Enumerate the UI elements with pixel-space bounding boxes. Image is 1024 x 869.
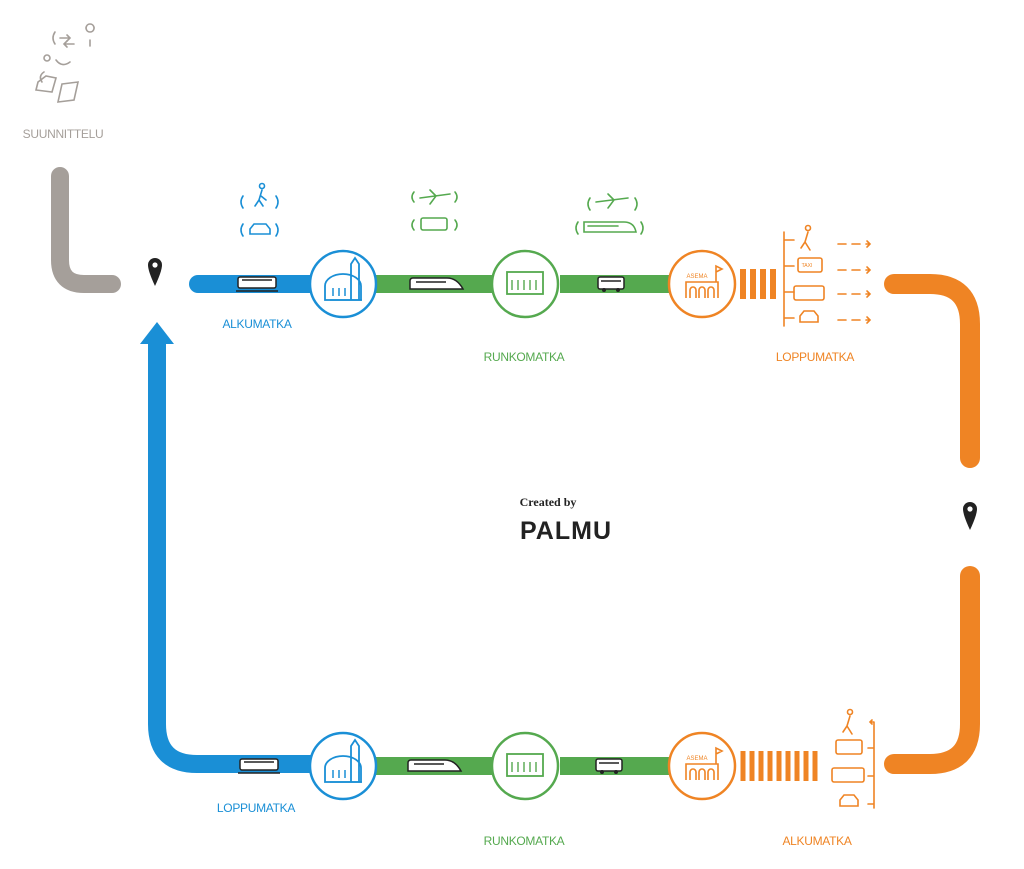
bottom-hub-sign: ASEMA [686, 756, 707, 762]
top-hub-arrival-station: ASEMA [667, 249, 737, 319]
bottom-hub-bus-stop [490, 731, 560, 801]
top-plane-train-icon [575, 193, 644, 235]
bottom-first-leg-dashes [740, 751, 818, 781]
return-arrow-head [140, 322, 174, 344]
credit-line1: Created by [520, 495, 577, 509]
bottom-tram-icon [238, 758, 280, 774]
top-last-leg-dashes [740, 269, 776, 299]
return-path [148, 342, 312, 773]
bottom-hub-station [308, 731, 378, 801]
bottom-first-leg-label: LOPPUMATKA [217, 801, 295, 815]
top-plane-bus-icon [411, 189, 458, 231]
credit-line2: PALMU [520, 517, 612, 545]
top-first-leg-label: ALKUMATKA [222, 317, 291, 331]
right-orange-path-bottom [884, 566, 980, 774]
top-last-leg-label: LOPPUMATKA [776, 350, 854, 364]
top-hub-bus-stop [490, 249, 560, 319]
top-hub-sign: ASEMA [686, 274, 707, 280]
bottom-train-icon [407, 759, 463, 772]
top-last-leg-options [783, 224, 872, 327]
planning-sketch-icon [35, 23, 95, 103]
bottom-first-leg-options [831, 708, 875, 809]
bottom-last-leg-label: ALKUMATKA [782, 834, 851, 848]
top-bus-icon [597, 276, 625, 292]
top-hub-station [308, 249, 378, 319]
bottom-main-leg-label: RUNKOMATKA [484, 834, 565, 848]
top-walk-car-icon [240, 182, 279, 237]
planning-label: SUUNNITTELU [23, 127, 104, 141]
top-main-leg-label: RUNKOMATKA [484, 350, 565, 364]
top-tram-icon [236, 276, 278, 292]
turnaround-pin-icon [963, 502, 977, 530]
bottom-bus-icon [595, 758, 623, 774]
bottom-hub-arrival-station: ASEMA [667, 731, 737, 801]
start-pin-icon [148, 258, 162, 286]
planning-path [51, 167, 121, 293]
top-taxi-sign: TAXI [802, 263, 813, 269]
right-orange-path-top [884, 274, 980, 468]
top-train-icon [409, 277, 465, 290]
